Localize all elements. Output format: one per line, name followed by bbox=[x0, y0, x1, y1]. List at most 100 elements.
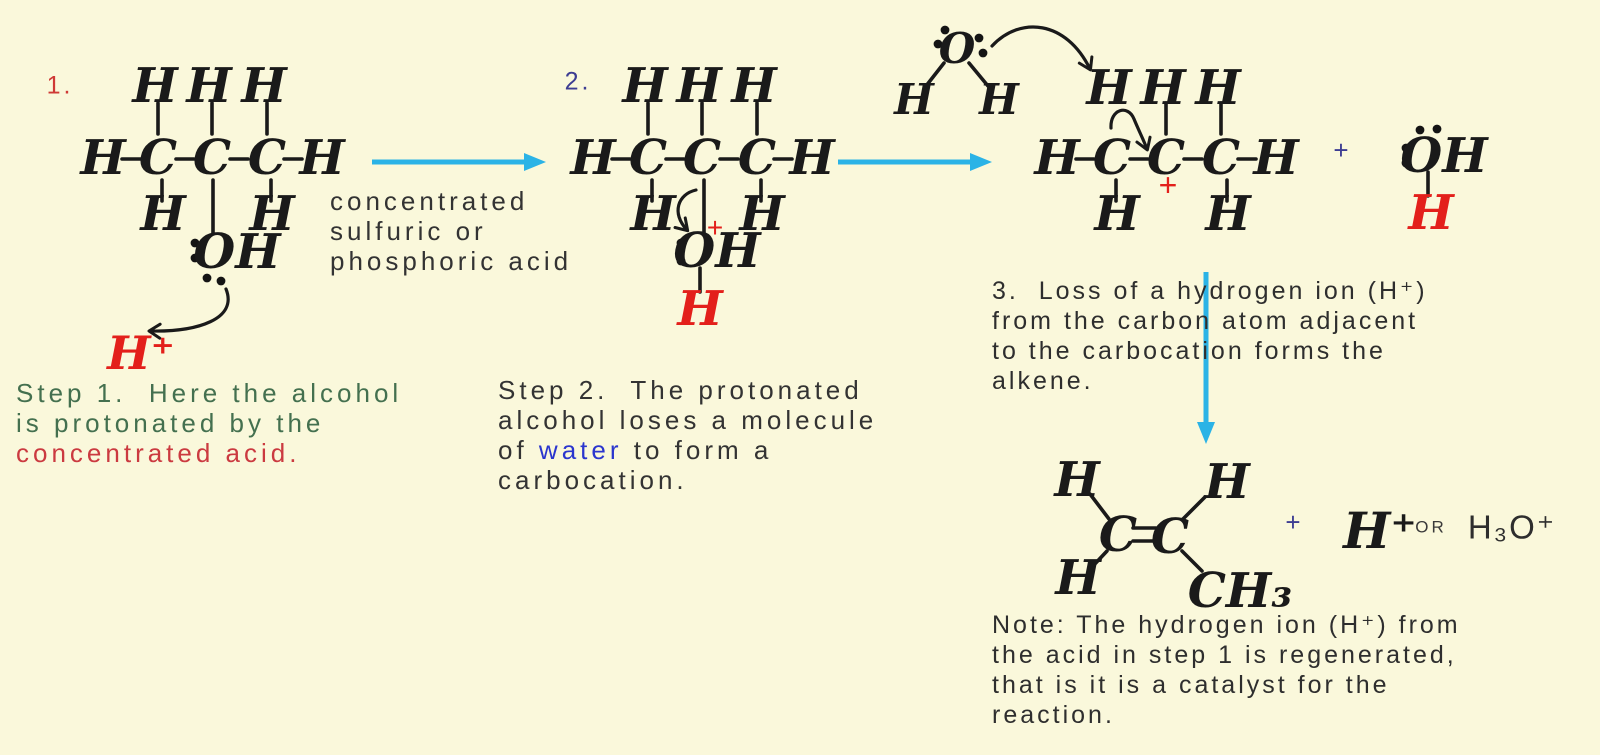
atom-oxygen: O bbox=[938, 24, 976, 73]
atom-hydrogen: H bbox=[80, 130, 126, 186]
caption-line: Note: The hydrogen ion (H⁺) from bbox=[992, 610, 1461, 640]
water-word: water bbox=[538, 435, 623, 465]
carbocation-bonds bbox=[1074, 101, 1258, 203]
step1-caption: Step 1. Here the alcohol is protonated b… bbox=[16, 378, 402, 468]
carbocation-charge: + bbox=[1158, 167, 1178, 203]
protonated-alcohol-lone-pairs bbox=[676, 238, 686, 266]
caption-text: alkene. bbox=[992, 367, 1094, 395]
alkene-bonds bbox=[1088, 492, 1207, 573]
atom-hydrogen: H bbox=[1205, 186, 1251, 242]
caption-text: to the carbocation forms the bbox=[992, 337, 1386, 365]
atom-hydrogen: H bbox=[186, 58, 232, 114]
hydrogen-ion: H⁺ bbox=[107, 326, 175, 380]
product-water-lone-pairs bbox=[1401, 124, 1442, 168]
caption-text: alcohol loses a molecule bbox=[498, 405, 878, 435]
atom-carbon: C bbox=[682, 130, 722, 186]
caption-text: is protonated by the bbox=[16, 408, 325, 438]
caption-text: 3. Loss of a hydrogen ion (H⁺) bbox=[992, 277, 1428, 305]
caption-line: sulfuric or bbox=[330, 216, 572, 246]
atom-hydrogen: H bbox=[140, 186, 186, 242]
atom-carbon: C bbox=[737, 130, 777, 186]
caption-line: reaction. bbox=[992, 700, 1461, 730]
atom-hydrogen: H bbox=[1054, 452, 1100, 508]
caption-text: to form a bbox=[633, 435, 773, 465]
or-label: OR bbox=[1415, 517, 1447, 537]
atom-carbon: C bbox=[1146, 130, 1186, 186]
step2-caption: Step 2. The protonated alcohol loses a m… bbox=[498, 375, 877, 495]
caption-line: that is it is a catalyst for the bbox=[992, 670, 1461, 700]
plus-sign: + bbox=[1333, 135, 1349, 165]
hydroxyl-group: OH bbox=[673, 223, 761, 279]
methyl-group: CH₃ bbox=[1187, 563, 1293, 619]
atom-hydrogen: H bbox=[739, 186, 785, 242]
water-bonds bbox=[924, 61, 990, 88]
atom-hydrogen: H bbox=[1253, 130, 1299, 186]
hydroxyl-group: OH bbox=[1400, 128, 1488, 184]
caption-text: Step 2. The protonated bbox=[498, 375, 863, 405]
atom-hydrogen: H bbox=[731, 58, 777, 114]
atom-hydrogen: H bbox=[676, 58, 722, 114]
caption-line: alcohol loses a molecule bbox=[498, 405, 877, 435]
atom-carbon: C bbox=[247, 130, 287, 186]
hydronium-ion: H₃O⁺ bbox=[1467, 508, 1557, 546]
caption-text: Note: The hydrogen ion (H⁺) from bbox=[992, 611, 1461, 639]
atom-carbon: C bbox=[1150, 509, 1190, 565]
caption-line: from the carbon atom adjacent bbox=[992, 306, 1428, 336]
atom-carbon: C bbox=[192, 130, 232, 186]
caption-line: to the carbocation forms the bbox=[992, 336, 1428, 366]
caption-text: reaction. bbox=[992, 701, 1115, 729]
caption-text: sulfuric or bbox=[330, 216, 487, 246]
atom-hydrogen: H bbox=[299, 130, 345, 186]
caption-line: carbocation. bbox=[498, 465, 877, 495]
plus-sign: + bbox=[1285, 507, 1301, 537]
proton-attack-arrow bbox=[147, 287, 230, 340]
atom-hydrogen: H bbox=[894, 75, 934, 124]
caption-text: concentrated bbox=[330, 186, 529, 216]
step1-number: 1. bbox=[46, 71, 74, 100]
caption-line: the acid in step 1 is regenerated, bbox=[992, 640, 1461, 670]
water-lone-pairs bbox=[933, 25, 988, 58]
atom-hydrogen: H bbox=[1195, 60, 1241, 116]
protonated-alcohol-bonds bbox=[610, 101, 794, 294]
atom-hydrogen: H bbox=[1086, 60, 1132, 116]
hydrogen-ion-product: H⁺ bbox=[1343, 501, 1417, 560]
caption-line: concentrated acid. bbox=[16, 438, 402, 468]
atom-hydrogen: H bbox=[1055, 550, 1101, 606]
water-hydrogen: H bbox=[1408, 185, 1454, 241]
step2-number: 2. bbox=[564, 67, 592, 96]
atom-hydrogen: H bbox=[630, 186, 676, 242]
atom-carbon: C bbox=[1098, 507, 1138, 563]
caption-text: the acid in step 1 is regenerated, bbox=[992, 641, 1457, 669]
hydride-shift-arrow bbox=[1109, 108, 1152, 152]
water-attack-arrow bbox=[990, 25, 1094, 72]
caption-text: that is it is a catalyst for the bbox=[992, 671, 1390, 699]
atom-hydrogen: H bbox=[132, 58, 178, 114]
caption-text: concentrated acid. bbox=[16, 438, 301, 468]
atom-hydrogen: H bbox=[1204, 454, 1250, 510]
caption-text: Step 1. Here the alcohol bbox=[16, 378, 403, 408]
caption-text: from the carbon atom adjacent bbox=[992, 307, 1419, 335]
protonating-hydrogen: H bbox=[677, 281, 723, 337]
step3-caption: 3. Loss of a hydrogen ion (H⁺) from the … bbox=[992, 276, 1428, 396]
atom-hydrogen: H bbox=[241, 58, 287, 114]
propanol-bonds bbox=[120, 101, 304, 235]
bond-cleavage-arrow bbox=[673, 188, 698, 233]
caption-line: Step 1. Here the alcohol bbox=[16, 378, 402, 408]
atom-hydrogen: H bbox=[789, 130, 835, 186]
caption-text: carbocation. bbox=[498, 465, 688, 495]
hydroxyl-group: OH bbox=[193, 224, 281, 280]
atom-hydrogen: H bbox=[979, 75, 1019, 124]
caption-line: alkene. bbox=[992, 366, 1428, 396]
atom-carbon: C bbox=[628, 130, 668, 186]
atom-carbon: C bbox=[138, 130, 178, 186]
note-caption: Note: The hydrogen ion (H⁺) from the aci… bbox=[992, 610, 1461, 730]
positive-charge: + bbox=[706, 212, 724, 243]
caption-line: is protonated by the bbox=[16, 408, 402, 438]
atom-hydrogen: H bbox=[1034, 130, 1080, 186]
propanol-lone-pairs bbox=[190, 238, 226, 286]
caption-line: of water to form a bbox=[498, 435, 877, 465]
atom-carbon: C bbox=[1201, 130, 1241, 186]
caption-line: concentrated bbox=[330, 186, 572, 216]
